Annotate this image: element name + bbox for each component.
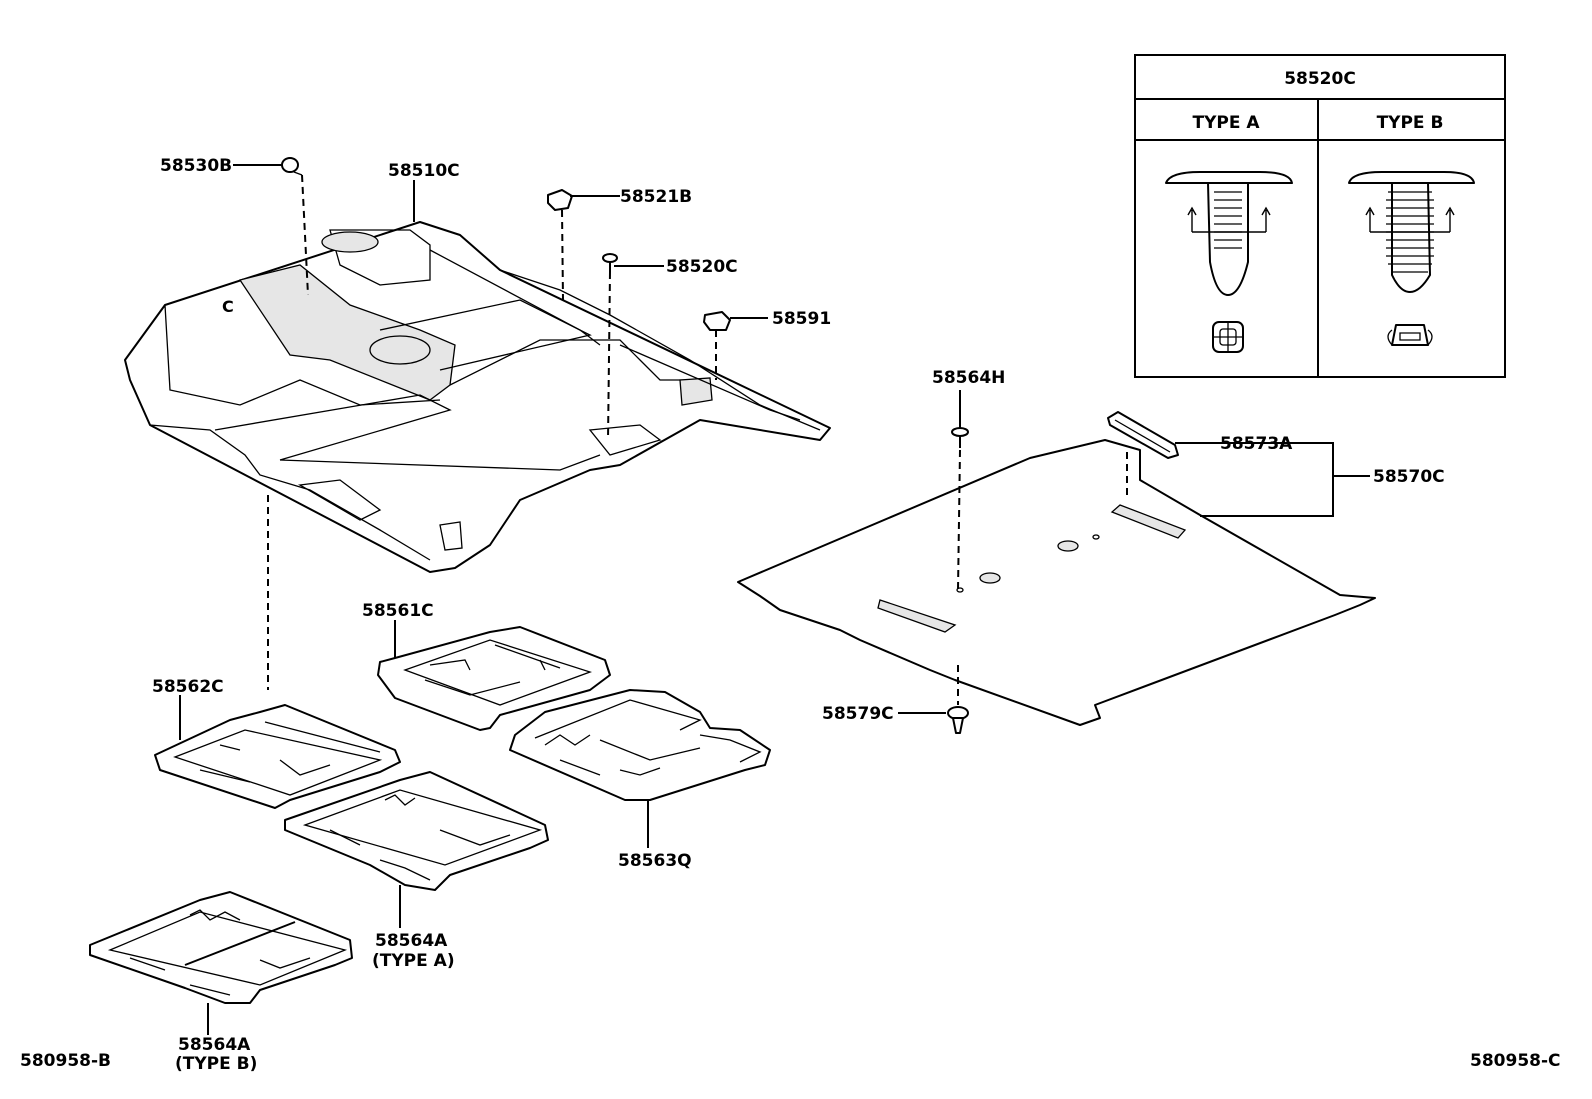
label-58564h: 58564H — [932, 368, 1005, 388]
inset-title: 58520C — [1284, 69, 1356, 89]
clip-58573a — [1107, 411, 1179, 459]
label-58530b: 58530B — [160, 156, 232, 176]
label-58563q: 58563Q — [618, 851, 692, 871]
clip-58579c — [947, 706, 969, 734]
label-58564a-type-a: 58564A — [375, 931, 448, 951]
mat-58562c — [154, 704, 401, 809]
label-58561c: 58561C — [362, 601, 434, 621]
label-58564a-type-a-variant: (TYPE A) — [372, 951, 455, 971]
label-58562c: 58562C — [152, 677, 224, 697]
inset-type-a: TYPE A — [1192, 113, 1260, 133]
mat-58564a-type-b — [89, 891, 353, 1004]
label-58521b: 58521B — [620, 187, 692, 207]
rear-floor-carpet — [737, 439, 1376, 726]
front-floor-carpet: C — [124, 221, 831, 573]
clip-type-b-illustration — [1348, 171, 1475, 346]
leaders-rear — [898, 390, 1370, 714]
mat-58564a-type-a — [284, 771, 549, 891]
mat-58561c — [377, 626, 611, 731]
label-58591: 58591 — [772, 309, 831, 329]
clip-type-a-illustration — [1165, 171, 1293, 353]
inset-type-b: TYPE B — [1377, 113, 1444, 133]
label-58570c: 58570C — [1373, 467, 1445, 487]
clip-58520c-small — [602, 253, 618, 272]
clip-58564h — [951, 427, 969, 448]
label-58579c: 58579C — [822, 704, 894, 724]
clip-type-inset: 58520C TYPE A TYPE B — [1134, 54, 1506, 378]
label-58510c: 58510C — [388, 161, 460, 181]
clip-58521b — [547, 189, 573, 211]
mat-58563q — [509, 689, 771, 801]
clip-58530b — [281, 157, 303, 176]
leaders-mats — [179, 620, 649, 1035]
label-58573a: 58573A — [1220, 434, 1293, 454]
footer-left-code: 580958-B — [20, 1051, 111, 1071]
label-58564a-type-b-variant: (TYPE B) — [175, 1054, 257, 1074]
leaders-top — [233, 164, 768, 690]
label-58564a-type-b: 58564A — [178, 1035, 251, 1055]
carpet-mark-c: C — [222, 297, 234, 316]
footer-right-code: 580958-C — [1470, 1051, 1561, 1071]
clip-58591 — [703, 311, 731, 331]
label-58520c: 58520C — [666, 257, 738, 277]
callout-labels: 58530B 58510C 58521B 58520C 58591 58564H… — [152, 156, 1445, 1074]
